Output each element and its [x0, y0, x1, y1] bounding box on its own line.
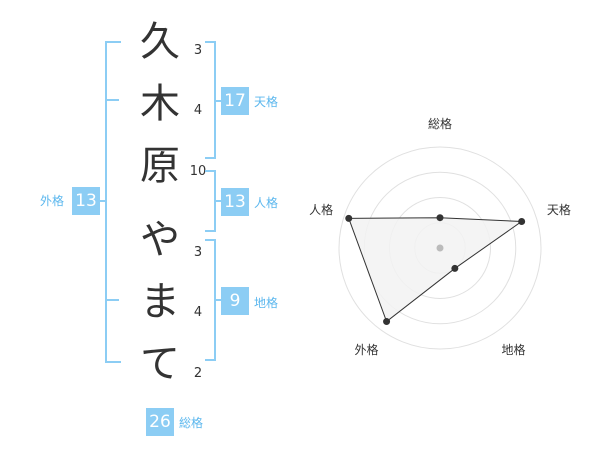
radar-axis-label-3: 地格 [501, 343, 526, 358]
tenkaku-label: 天格 [254, 95, 279, 109]
surname-stroke-2: 4 [193, 103, 203, 118]
radar-axis-label-2: 天格 [546, 203, 571, 218]
chikaku-label: 地格 [254, 296, 279, 310]
surname-stroke-1: 3 [193, 43, 203, 58]
gaikaku-bracket-connector [99, 200, 107, 202]
radar-axis-label-5: 人格 [309, 203, 334, 218]
radar-axis-label-1: 総格 [427, 117, 452, 131]
given-stroke-2: 4 [193, 305, 203, 320]
radar-point-3 [451, 264, 459, 272]
radar-axis-label-4: 外格 [354, 343, 379, 358]
jinkaku-bracket-connector [214, 200, 222, 202]
soukaku-label: 総格 [179, 416, 204, 430]
radar-point-2 [518, 217, 526, 225]
radar-series-polygon [348, 217, 524, 323]
given-char-1: や [140, 217, 180, 263]
gaikaku-bracket [105, 41, 121, 363]
radar-center-point [436, 244, 444, 252]
gaikaku-bracket-tick-lower [105, 299, 119, 301]
jinkaku-label: 人格 [254, 196, 279, 210]
surname-char-2: 木 [140, 81, 180, 127]
gaikaku-badge: 13 [72, 187, 100, 215]
given-char-2: ま [140, 279, 180, 325]
given-char-3: て [140, 341, 180, 387]
surname-char-1: 久 [140, 19, 180, 65]
gaikaku-bracket-tick-upper [105, 99, 119, 101]
tenkaku-bracket-connector [214, 100, 222, 102]
chikaku-bracket-connector [214, 299, 222, 301]
given-stroke-1: 3 [193, 245, 203, 260]
chikaku-badge: 9 [221, 287, 249, 315]
surname-stroke-3: 10 [189, 164, 207, 179]
given-stroke-3: 2 [193, 366, 203, 381]
gaikaku-label: 外格 [40, 194, 65, 208]
radar-point-1 [436, 214, 444, 222]
soukaku-badge: 26 [146, 408, 174, 436]
radar-point-4 [383, 318, 391, 326]
jinkaku-badge: 13 [221, 188, 249, 216]
tenkaku-badge: 17 [221, 87, 249, 115]
radar-point-5 [345, 214, 353, 222]
surname-char-3: 原 [140, 143, 180, 189]
